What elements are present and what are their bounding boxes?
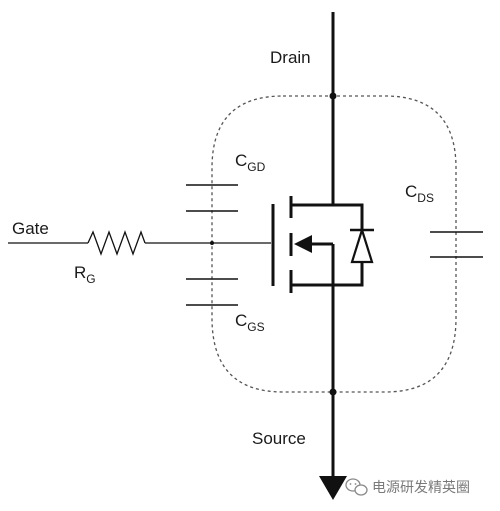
- cds-label: CDS: [405, 182, 434, 205]
- body-diode-triangle: [350, 226, 374, 264]
- watermark-text: 电源研发精英圈: [372, 479, 470, 496]
- cds-label-main: C: [405, 182, 417, 201]
- source-arrow: [319, 476, 347, 500]
- cgd-label-sub: GD: [247, 160, 265, 174]
- cgd-label: CGD: [235, 151, 266, 174]
- source-junction-dot: [329, 388, 337, 396]
- drain-junction-dot: [329, 92, 337, 100]
- source-label: Source: [252, 429, 306, 448]
- gate-resistor: [87, 230, 146, 256]
- cgs-label-sub: GS: [247, 320, 264, 334]
- gate-label: Gate: [12, 219, 49, 238]
- rg-label: RG: [74, 263, 96, 286]
- cds-label-sub: DS: [417, 191, 434, 205]
- cgs-label: CGS: [235, 311, 265, 334]
- parasitic-boundary: [211, 95, 457, 393]
- rg-label-sub: G: [86, 272, 95, 286]
- wechat-icon: [345, 478, 368, 496]
- rg-label-main: R: [74, 263, 86, 282]
- mosfet-body-arrow: [294, 235, 312, 253]
- drain-label: Drain: [270, 48, 311, 67]
- cgd-label-main: C: [235, 151, 247, 170]
- cgs-label-main: C: [235, 311, 247, 330]
